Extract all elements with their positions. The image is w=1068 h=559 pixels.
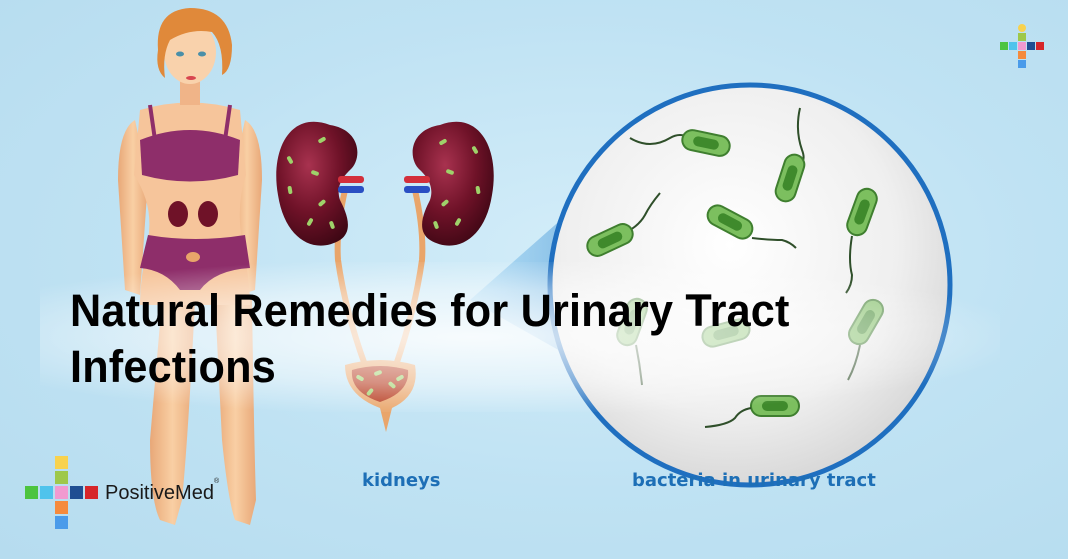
- woman-figure: [118, 8, 262, 525]
- bacterium-icon: [629, 127, 733, 159]
- positivemed-logo[interactable]: PositiveMed®: [25, 456, 255, 530]
- left-kidney-icon: [276, 121, 364, 246]
- positivemed-cross-icon: [25, 456, 115, 530]
- page-title: Natural Remedies for Urinary Tract Infec…: [70, 283, 953, 395]
- caption-bacteria: bacteria in urinary tract: [632, 470, 876, 491]
- right-kidney-icon: [404, 121, 494, 246]
- bacterium-icon: [583, 192, 661, 261]
- title-line-2: Infections: [70, 341, 276, 392]
- bacterium-icon: [703, 200, 797, 249]
- corner-cross-icon: [1000, 24, 1044, 68]
- bacterium-icon: [772, 107, 808, 205]
- caption-kidneys: kidneys: [362, 470, 441, 491]
- positivemed-wordmark: PositiveMed®: [105, 478, 220, 504]
- title-line-1: Natural Remedies for Urinary Tract: [70, 285, 790, 336]
